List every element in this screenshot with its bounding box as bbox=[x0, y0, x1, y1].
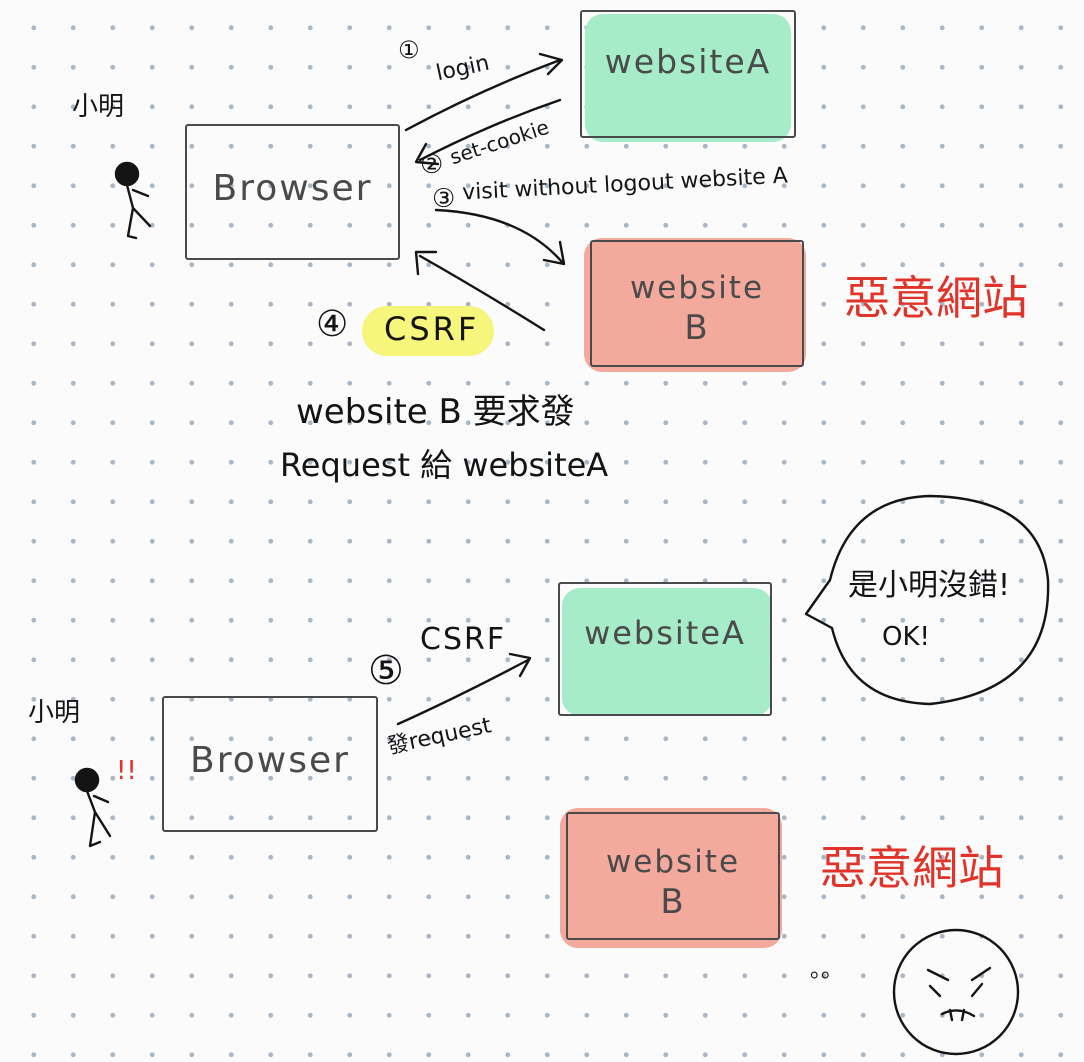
arrow-set-cookie bbox=[418, 98, 562, 162]
bubble-line1: 是小明沒錯! bbox=[848, 568, 1011, 603]
browser-label-bottom: Browser bbox=[190, 740, 350, 781]
browser-label-top: Browser bbox=[212, 168, 373, 209]
website-a-box-bottom: websiteA bbox=[558, 582, 772, 716]
exclaim-mark: !! bbox=[116, 756, 137, 786]
arrow-visit-head bbox=[542, 240, 566, 266]
step1-number: ① bbox=[398, 36, 420, 64]
arrow-visit bbox=[434, 208, 564, 264]
arrow-login-head bbox=[538, 52, 564, 76]
browser-box-bottom: Browser bbox=[162, 696, 378, 832]
website-a-label-bottom: websiteA bbox=[584, 614, 746, 652]
speech-bubble bbox=[804, 494, 1050, 706]
note-line1: website B 要求發 bbox=[296, 392, 575, 432]
angry-face-icon bbox=[892, 928, 1020, 1056]
person-label-top: 小明 bbox=[72, 92, 125, 122]
website-b-label-top-line1: website bbox=[629, 270, 765, 306]
stick-figure-bottom bbox=[74, 767, 112, 848]
malicious-label-top: 惡意網站 bbox=[844, 271, 1028, 325]
step3-number: ③ bbox=[432, 184, 456, 214]
website-a-fill-bottom bbox=[562, 588, 772, 716]
csrf-highlight bbox=[362, 306, 494, 356]
website-b-box-top: website B bbox=[590, 240, 804, 367]
website-a-label-top: websiteA bbox=[604, 42, 772, 81]
arrow-csrf-top-head bbox=[414, 250, 438, 276]
arrow-csrf-bottom bbox=[396, 658, 530, 726]
arrow-login bbox=[404, 58, 562, 132]
arrow-csrf-bottom-head bbox=[508, 652, 532, 678]
step5-text: CSRF bbox=[420, 622, 507, 657]
website-b-box-bottom: website B bbox=[566, 812, 780, 940]
malicious-label-bottom: 惡意網站 bbox=[820, 841, 1004, 895]
step5-number: ⑤ bbox=[368, 648, 404, 694]
arrow-csrf-top bbox=[418, 254, 546, 332]
step4-number: ④ bbox=[316, 304, 349, 345]
step4-text: CSRF bbox=[384, 310, 480, 348]
note-line2: Request 給 websiteA bbox=[280, 446, 609, 484]
website-b-fill-bottom bbox=[560, 808, 782, 948]
website-b-label-bottom-line2: B bbox=[660, 882, 686, 922]
person-label-bottom: 小明 bbox=[28, 698, 81, 728]
arrow-set-cookie-head bbox=[414, 142, 440, 166]
browser-box-top: Browser bbox=[185, 124, 400, 260]
website-b-label-top-line2: B bbox=[684, 308, 710, 348]
website-a-box-top: websiteA bbox=[580, 10, 796, 138]
stick-figure-top bbox=[114, 161, 152, 240]
website-b-fill-top bbox=[584, 238, 806, 372]
ellipsis-dots: 。。 bbox=[810, 958, 844, 983]
website-a-fill-top bbox=[585, 14, 791, 142]
website-b-label-bottom-line1: website bbox=[605, 844, 741, 880]
bubble-line2: OK! bbox=[882, 622, 930, 652]
